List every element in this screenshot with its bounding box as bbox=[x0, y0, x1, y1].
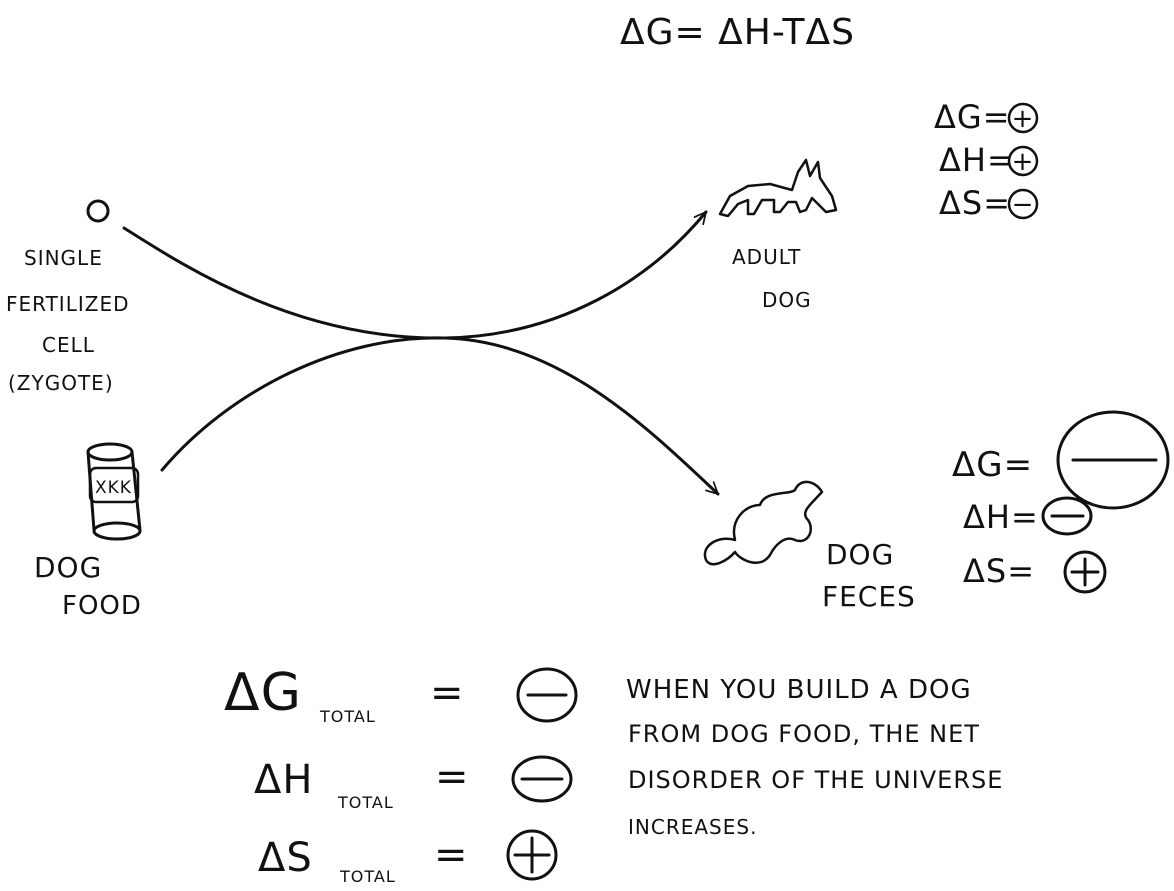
can-marking: XKK bbox=[95, 478, 132, 498]
adult-dog-label-line-2: DOG bbox=[762, 288, 812, 312]
total-dh-eq: = bbox=[435, 754, 470, 800]
adult-dog-label-line-1: ADULT bbox=[732, 245, 801, 269]
adult-dog-group: ADULT DOG bbox=[718, 158, 838, 312]
feces-label-line-2: FECES bbox=[822, 580, 916, 613]
adult-dog-dh-label: ΔH= bbox=[939, 141, 1015, 179]
total-dg-eq: = bbox=[430, 670, 465, 716]
can-icon: XKK bbox=[86, 442, 142, 541]
total-dh-subscript: TOTAL bbox=[337, 793, 394, 812]
circle-icon bbox=[86, 199, 110, 223]
total-dg-sign-circle bbox=[516, 667, 578, 723]
totals-group: ΔG TOTAL = ΔH TOTAL = ΔS TOTAL = bbox=[224, 663, 578, 886]
feces-dh-label: ΔH= bbox=[963, 498, 1039, 536]
conclusion-line-2: FROM DOG FOOD, THE NET bbox=[628, 720, 980, 748]
total-ds-sign bbox=[513, 836, 551, 874]
adult-dog-ds-sign: − bbox=[1012, 190, 1035, 220]
adult-dog-ds-sign-circle bbox=[1007, 188, 1039, 220]
feces-label-line-1: DOG bbox=[826, 538, 894, 571]
total-ds-sign-circle bbox=[506, 829, 558, 881]
feces-dh-sign-circle bbox=[1041, 496, 1093, 536]
total-dg-symbol: ΔG bbox=[224, 663, 302, 723]
adult-dog-dh-sign-circle bbox=[1007, 145, 1039, 177]
dog-icon bbox=[718, 158, 838, 218]
feces-dg-label: ΔG= bbox=[952, 445, 1033, 485]
zygote-label-line-1: SINGLE bbox=[24, 246, 103, 270]
adult-dog-values: ΔG= + ΔH= + ΔS= − bbox=[934, 98, 1039, 222]
adult-dog-dg-sign: + bbox=[1012, 104, 1035, 134]
dog-food-label-line-2: FOOD bbox=[62, 591, 142, 621]
zygote-label-line-4: (ZYGOTE) bbox=[8, 371, 114, 395]
total-dh-symbol: ΔH bbox=[254, 757, 313, 803]
conclusion-group: WHEN YOU BUILD A DOG FROM DOG FOOD, THE … bbox=[626, 675, 1003, 839]
zygote-label-line-3: CELL bbox=[42, 333, 95, 357]
header-equation: ΔG= ΔH-TΔS bbox=[620, 12, 855, 53]
adult-dog-dg-label: ΔG= bbox=[934, 98, 1011, 136]
dog-food-group: XKK DOG FOOD bbox=[34, 442, 142, 621]
feces-ds-label: ΔS= bbox=[963, 552, 1035, 590]
conclusion-line-3: DISORDER OF THE UNIVERSE bbox=[628, 766, 1003, 794]
adult-dog-ds-label: ΔS= bbox=[939, 184, 1011, 222]
conclusion-line-4: INCREASES. bbox=[628, 815, 757, 839]
feces-ds-sign bbox=[1070, 557, 1100, 587]
total-ds-eq: = bbox=[434, 832, 469, 878]
blob-icon bbox=[703, 480, 824, 566]
total-ds-subscript: TOTAL bbox=[339, 867, 396, 886]
adult-dog-dg-sign-circle bbox=[1007, 102, 1039, 134]
zygote-label-line-2: FERTILIZED bbox=[6, 292, 129, 316]
total-dg-subscript: TOTAL bbox=[319, 707, 376, 726]
feces-ds-sign-circle bbox=[1063, 550, 1107, 594]
total-dh-sign-circle bbox=[511, 755, 573, 803]
dog-food-label-line-1: DOG bbox=[34, 551, 102, 584]
arrow-food-to-feces bbox=[160, 336, 720, 496]
arrow-zygote-to-adult-dog bbox=[122, 210, 708, 340]
feces-dg-sign-circle bbox=[1056, 410, 1170, 510]
conclusion-line-1: WHEN YOU BUILD A DOG bbox=[626, 675, 972, 705]
zygote-group: SINGLE FERTILIZED CELL (ZYGOTE) bbox=[6, 199, 129, 395]
total-ds-symbol: ΔS bbox=[258, 835, 313, 881]
feces-values: ΔG= ΔH= ΔS= bbox=[952, 410, 1170, 594]
adult-dog-dh-sign: + bbox=[1012, 147, 1035, 177]
feces-group: DOG FECES bbox=[703, 480, 916, 613]
